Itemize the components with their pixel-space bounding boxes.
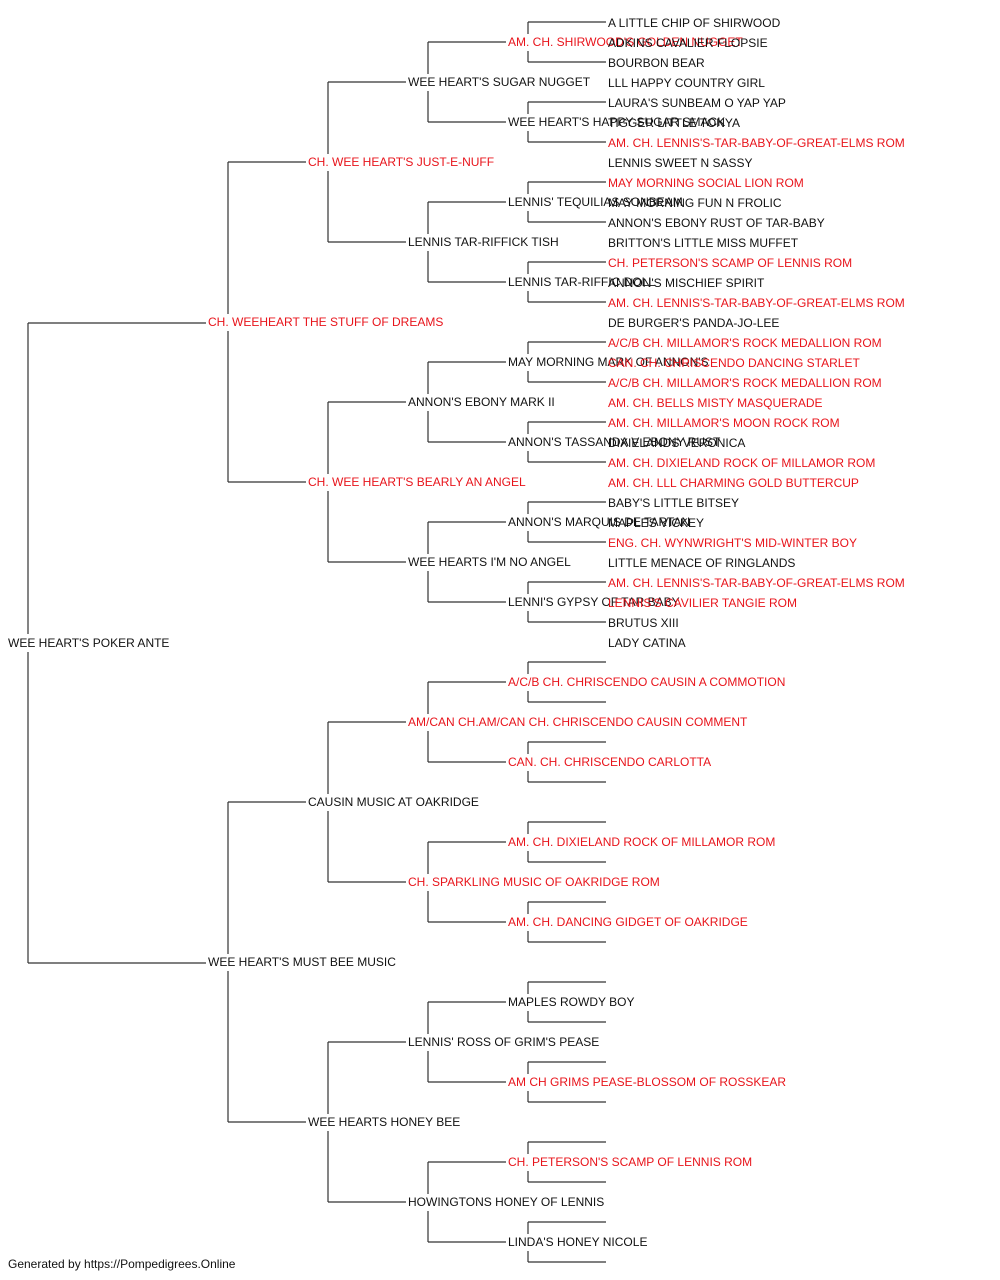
ancestor-name: CAN. CH. CHRISCENDO CARLOTTA: [508, 755, 712, 769]
ancestor-name: AM/CAN CH.AM/CAN CH. CHRISCENDO CAUSIN C…: [408, 715, 748, 729]
ancestor-name: LINDA'S HONEY NICOLE: [508, 1235, 648, 1249]
ancestor-name: LENNI'S GYPSY OF TAR BABY: [508, 595, 680, 609]
ancestor-name: WEE HEART'S HAPPY SUGAR SMACK: [508, 115, 726, 129]
ancestor-name: LENNIS TAR-RIFFIC DOLL: [508, 275, 655, 289]
ancestor-name: AM. CH. MILLAMOR'S MOON ROCK ROM: [608, 416, 840, 430]
ancestor-name: ADKINS CAVALIER FLOPSIE: [608, 36, 768, 50]
ancestor-name: CAUSIN MUSIC AT OAKRIDGE: [308, 795, 479, 809]
ancestor-name: LENNIS TAR-RIFFICK TISH: [408, 235, 559, 249]
ancestor-name: AM. CH. BELLS MISTY MASQUERADE: [608, 396, 823, 410]
ancestor-name: ANNON'S MISCHIEF SPIRIT: [608, 276, 765, 290]
ancestor-name: LLL HAPPY COUNTRY GIRL: [608, 76, 765, 90]
ancestor-name: MAY MORNING FUN N FROLIC: [608, 196, 782, 210]
ancestor-name: AM. CH. LLL CHARMING GOLD BUTTERCUP: [608, 476, 859, 490]
ancestor-name: DIXIELANDS VERONICA: [608, 436, 746, 450]
ancestor-name: WEE HEARTS HONEY BEE: [308, 1115, 461, 1129]
ancestor-name: AM. CH. LENNIS'S-TAR-BABY-OF-GREAT-ELMS …: [608, 296, 905, 310]
ancestor-name: AM. CH. DIXIELAND ROCK OF MILLAMOR ROM: [508, 835, 776, 849]
ancestor-name: WEE HEARTS I'M NO ANGEL: [408, 555, 571, 569]
ancestor-name: LENNIS'S CAVILIER TANGIE ROM: [608, 596, 797, 610]
ancestor-name: MAPLES ROWDY BOY: [508, 995, 635, 1009]
ancestor-name: BRUTUS XIII: [608, 616, 679, 630]
ancestor-name: AM. CH. LENNIS'S-TAR-BABY-OF-GREAT-ELMS …: [608, 576, 905, 590]
ancestor-name: AM. CH. DANCING GIDGET OF OAKRIDGE: [508, 915, 748, 929]
ancestor-name: ANNON'S EBONY MARK II: [408, 395, 555, 409]
ancestor-name: ENG. CH. WYNWRIGHT'S MID-WINTER BOY: [608, 536, 857, 550]
ancestor-name: LENNIS' ROSS OF GRIM'S PEASE: [408, 1035, 600, 1049]
ancestor-name: A/C/B CH. MILLAMOR'S ROCK MEDALLION ROM: [608, 376, 882, 390]
ancestor-name: AM CH GRIMS PEASE-BLOSSOM OF ROSSKEAR: [508, 1075, 787, 1089]
ancestor-name: WEE HEART'S MUST BEE MUSIC: [208, 955, 396, 969]
ancestor-name: ANNON'S EBONY RUST OF TAR-BABY: [608, 216, 825, 230]
ancestor-name: MAY MORNING MARK OF ANNON'S: [508, 355, 709, 369]
ancestor-name: BABY'S LITTLE BITSEY: [608, 496, 740, 510]
ancestor-name: HOWINGTONS HONEY OF LENNIS: [408, 1195, 605, 1209]
ancestor-name: WEE HEART'S SUGAR NUGGET: [408, 75, 591, 89]
ancestor-name: LENNIS' TEQUILIAS SONBEAM: [508, 195, 683, 209]
ancestor-name: ANNON'S MARQUIS DE TARTAN: [508, 515, 691, 529]
ancestor-name: LITTLE MENACE OF RINGLANDS: [608, 556, 796, 570]
ancestor-name: CAN. CH. CHRISCENDO DANCING STARLET: [608, 356, 860, 370]
ancestor-name: CH. PETERSON'S SCAMP OF LENNIS ROM: [608, 256, 853, 270]
ancestor-name: MAY MORNING SOCIAL LION ROM: [608, 176, 804, 190]
ancestor-name: CH. SPARKLING MUSIC OF OAKRIDGE ROM: [408, 875, 660, 889]
ancestor-name: CH. WEE HEART'S JUST-E-NUFF: [308, 155, 495, 169]
ancestor-name: DE BURGER'S PANDA-JO-LEE: [608, 316, 780, 330]
ancestor-name: MAPLES VICKEY: [608, 516, 705, 530]
ancestor-name: BOURBON BEAR: [608, 56, 705, 70]
ancestor-name: AM. CH. DIXIELAND ROCK OF MILLAMOR ROM: [608, 456, 876, 470]
ancestor-name: AM. CH. SHIRWOOD'S GOLDEN NUGGET: [508, 35, 743, 49]
ancestor-name: CH. PETERSON'S SCAMP OF LENNIS ROM: [508, 1155, 753, 1169]
ancestor-name: LADY CATINA: [608, 636, 686, 650]
ancestor-name: CH. WEE HEART'S BEARLY AN ANGEL: [308, 475, 526, 489]
ancestor-name: A LITTLE CHIP OF SHIRWOOD: [608, 16, 781, 30]
ancestor-name: CH. WEEHEART THE STUFF OF DREAMS: [208, 315, 444, 329]
ancestor-name: AM. CH. LENNIS'S-TAR-BABY-OF-GREAT-ELMS …: [608, 136, 905, 150]
subject-dog-name: WEE HEART'S POKER ANTE: [8, 636, 170, 650]
ancestor-name: ANNON'S TASSANDA V EBONY RUST: [508, 435, 721, 449]
ancestor-name: LAURA'S SUNBEAM O YAP YAP: [608, 96, 786, 110]
ancestor-name: LENNIS SWEET N SASSY: [608, 156, 753, 170]
ancestor-name: TIGGER LITTLE TONYA: [608, 116, 741, 130]
footer-credit: Generated by https://Pompedigrees.Online: [8, 1257, 236, 1271]
ancestor-name: A/C/B CH. MILLAMOR'S ROCK MEDALLION ROM: [608, 336, 882, 350]
ancestor-name: BRITTON'S LITTLE MISS MUFFET: [608, 236, 799, 250]
ancestor-name: A/C/B CH. CHRISCENDO CAUSIN A COMMOTION: [508, 675, 786, 689]
